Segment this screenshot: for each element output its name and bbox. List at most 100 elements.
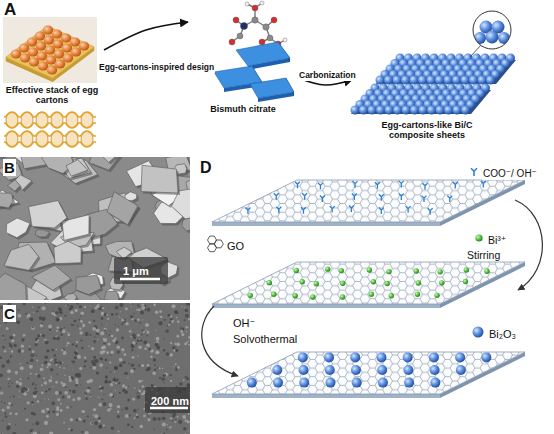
- sem-image: [62, 351, 66, 355]
- sem-image: [175, 369, 177, 371]
- scale-label: 200 nm: [150, 395, 190, 408]
- graphene-oxide-sheets: [325, 365, 335, 375]
- sem-image: [188, 318, 190, 320]
- sem-image: [174, 311, 177, 314]
- graphene-oxide-sheets: [339, 268, 344, 273]
- bi-c-sphere-sheets: [419, 106, 428, 115]
- graphene-oxide-sheets: [430, 365, 440, 375]
- sem-image: [33, 312, 34, 313]
- sem-image: [31, 326, 35, 330]
- sem-image: [132, 356, 135, 359]
- sem-image: [35, 384, 37, 386]
- sem-image: [138, 308, 141, 311]
- sem-image: [37, 400, 40, 403]
- sem-image: [119, 392, 121, 394]
- sem-image: [17, 349, 21, 353]
- sem-image: [118, 382, 120, 384]
- sem-image: [117, 405, 120, 408]
- sem-image: [141, 306, 145, 310]
- label-anchor: A: [3, 0, 17, 20]
- sem-image: [106, 324, 107, 325]
- sem-image: [6, 218, 30, 238]
- sem-image: [48, 411, 50, 413]
- sem-image: [96, 371, 99, 374]
- citrate-molecule: [240, 22, 247, 29]
- sem-image: [79, 331, 83, 335]
- sem-image: [92, 366, 96, 370]
- sem-image: [147, 331, 150, 334]
- sem-image: [167, 325, 168, 326]
- sem-image: [24, 388, 28, 392]
- graphene-oxide-sheets: [212, 180, 525, 398]
- sem-image: [40, 400, 41, 401]
- sem-image: [83, 420, 86, 423]
- sem-image: [97, 333, 99, 335]
- graphene-oxide-sheets: [301, 207, 306, 214]
- sem-image: [174, 310, 177, 313]
- sem-image: [67, 395, 71, 399]
- sem-image: [177, 366, 180, 369]
- sem-image: [17, 314, 21, 318]
- sem-image: [163, 338, 164, 339]
- sem-image: [15, 371, 19, 375]
- sem-image: [64, 391, 68, 395]
- sem-image: [93, 356, 96, 359]
- egg-tray-photo: [62, 43, 72, 52]
- sem-image: [121, 348, 124, 351]
- sem-image: [56, 364, 58, 366]
- sem-image: [40, 324, 43, 327]
- sem-image: [70, 305, 74, 309]
- sem-image: [90, 394, 91, 395]
- sem-image: [110, 355, 111, 356]
- sem-image: [8, 386, 10, 388]
- step-label: Stirring: [466, 249, 501, 261]
- sem-image: [60, 409, 63, 412]
- graphene-oxide-sheets: [481, 181, 486, 188]
- sem-image: [188, 336, 190, 339]
- sem-image: [77, 325, 79, 327]
- sem-image: [0, 387, 1, 389]
- sem-image: [2, 409, 5, 412]
- sem-image: [98, 417, 101, 420]
- sem-image: [74, 320, 77, 323]
- sem-image: [115, 380, 117, 382]
- graphene-oxide-sheets: [276, 207, 281, 214]
- sem-image: [131, 363, 134, 366]
- sem-image: [99, 425, 102, 428]
- sem-image: [80, 311, 84, 315]
- egg-tray-photo: [35, 31, 45, 40]
- graphene-oxide-sheets: [295, 182, 300, 189]
- sem-image: [32, 307, 33, 308]
- sem-image: [145, 305, 147, 307]
- sem-image: [2, 346, 5, 349]
- sem-image: [160, 316, 162, 318]
- sem-image: [103, 394, 104, 395]
- egg-tray-photo: [47, 65, 57, 74]
- sem-image: [86, 389, 90, 393]
- bi-c-sphere-sheets: [486, 76, 495, 85]
- sem-image: [147, 418, 150, 421]
- citrate-molecule: [283, 38, 287, 42]
- sem-image: [43, 377, 45, 379]
- graphene-oxide-sheets: [274, 193, 279, 200]
- sem-image: [146, 369, 149, 372]
- sem-image: [80, 320, 83, 323]
- sem-image: [75, 345, 78, 348]
- scale-label: 1 μm: [122, 265, 150, 278]
- sem-image: [5, 339, 6, 340]
- graphene-oxide-sheets: [369, 292, 374, 297]
- sem-image: [0, 157, 8, 158]
- graphene-oxide-sheets: [212, 352, 525, 394]
- bi-c-sphere-sheets: [351, 90, 491, 114]
- sem-image: [8, 383, 9, 384]
- sem-image: [26, 314, 30, 318]
- egg-tray-photo: [3, 17, 97, 83]
- graphene-oxide-sheets: [212, 394, 440, 398]
- sem-image: [162, 368, 163, 369]
- sem-image: [138, 364, 140, 366]
- sem-image: [32, 350, 35, 353]
- sem-image: [184, 319, 186, 321]
- bi-c-sphere-sheets: [427, 76, 436, 85]
- label-anchor: OH⁻: [232, 313, 256, 331]
- sem-image: [183, 427, 186, 430]
